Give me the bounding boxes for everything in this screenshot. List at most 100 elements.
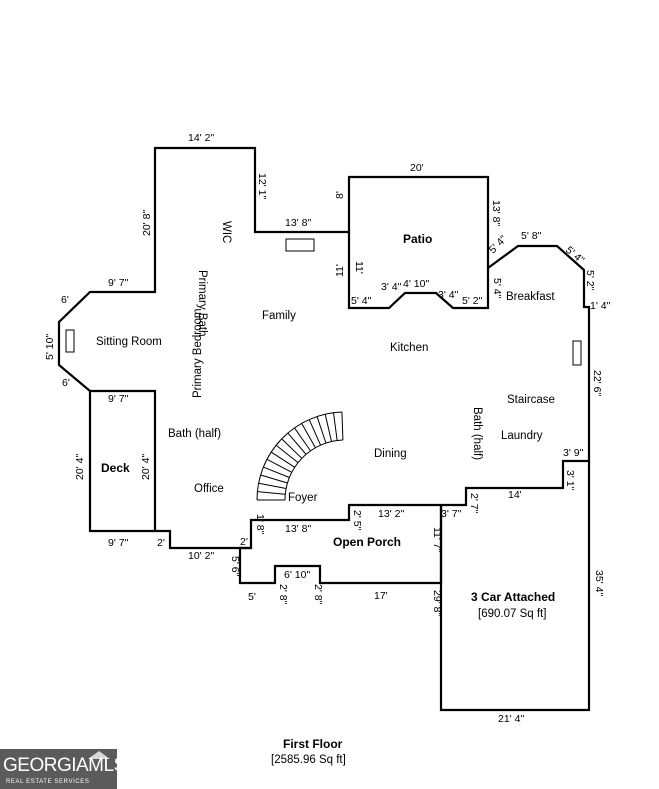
exterior-wall [57, 146, 591, 550]
floor-title: First Floor [283, 737, 343, 751]
dimension-label: 20' 4" [140, 454, 152, 480]
dimension-label: 13' 8" [285, 523, 311, 535]
fireplace-wic [285, 238, 315, 252]
room-label-family: Family [262, 310, 296, 322]
dimension-label: 17' [374, 590, 388, 602]
house-roof-icon [88, 751, 110, 759]
room-label-primary-bedroom: Primary Bedroom [192, 309, 204, 398]
room-label-staircase: Staircase [507, 394, 555, 406]
dimension-label: 5' [248, 591, 256, 603]
dimension-label: 8' [334, 191, 346, 199]
dimension-label: 13' 8" [285, 217, 311, 229]
stair-tread [275, 444, 299, 464]
stair-tread [260, 474, 288, 484]
dimension-label: 14' [508, 489, 522, 501]
dimension-label: 9' 7" [108, 393, 129, 405]
dimension-label: 20' 8" [141, 210, 153, 236]
dimension-label: 4' 10" [403, 278, 429, 290]
room-label-garage: 3 Car Attached [471, 590, 555, 604]
dimension-label: 1' 4" [590, 300, 611, 312]
dimension-label: 13' 8" [490, 200, 502, 226]
room-label-foyer: Foyer [288, 492, 318, 504]
room-label-laundry: Laundry [501, 430, 543, 442]
dimension-label: 22' 6" [591, 370, 603, 396]
fireplace-sitting [65, 329, 75, 353]
dimension-label: 3' 1" [564, 470, 576, 491]
logo-tagline: REAL ESTATE SERVICES [6, 779, 90, 785]
dimension-label: 2' [157, 537, 165, 549]
dimension-label: 5' 6" [229, 556, 241, 577]
dimension-label: 20' [410, 162, 424, 174]
stair-tread [324, 414, 332, 442]
dimension-label: 6' [61, 294, 69, 306]
dimension-label: 11' 7" [431, 527, 443, 553]
stair-tread [287, 432, 307, 455]
room-label-office: Office [194, 483, 224, 495]
dimension-label: 5' 4" [491, 278, 503, 299]
stair-tread [258, 482, 287, 490]
dimension-label: 3' 4" [381, 281, 402, 293]
dimension-label: 9' 7" [108, 537, 129, 549]
room-label-kitchen: Kitchen [390, 342, 428, 354]
dimension-label: 5' 8" [521, 230, 542, 242]
dimension-label: 2' 7" [468, 493, 480, 514]
fireplace-kitchen [572, 340, 582, 366]
stair-tread [301, 423, 316, 449]
garage-wall [439, 461, 591, 712]
dimension-label: 10' 2" [188, 550, 214, 562]
room-label-bath-half: Bath (half) [168, 428, 221, 440]
room-label-dining: Dining [374, 448, 407, 460]
dimension-label: 5' 2" [462, 295, 483, 307]
dimension-label: 5' 4" [351, 295, 372, 307]
stair-tread [316, 416, 327, 444]
floor-area: [2585.96 Sq ft] [271, 754, 346, 766]
room-label-bath-half-vertical: Bath (half) [471, 407, 483, 460]
porch-wall [238, 505, 443, 585]
dimension-label: 2' [240, 536, 248, 548]
dimension-label: 2' 5" [351, 510, 363, 531]
dimension-label: 12' 1" [256, 173, 268, 199]
stair-tread [270, 451, 295, 468]
stair-tread [341, 412, 344, 441]
room-label-patio: Patio [403, 232, 432, 246]
dimension-label: 6' [62, 377, 70, 389]
stair-tread [266, 458, 293, 473]
dimension-label: 21' 4" [498, 713, 524, 725]
room-label-deck: Deck [101, 461, 130, 475]
dimension-label: 13' 2" [378, 508, 404, 520]
dimension-label: 2' 8" [277, 584, 289, 605]
deck-wall [90, 389, 157, 531]
stair-tread [281, 438, 303, 459]
dimension-label: 11' [334, 264, 346, 277]
room-label-open-porch: Open Porch [333, 535, 401, 549]
room-label-breakfast: Breakfast [506, 291, 555, 303]
room-label-sitting-room: Sitting Room [96, 336, 162, 348]
dimension-label: 3' 4" [438, 289, 459, 301]
dimension-label: 29' 8" [431, 590, 443, 616]
patio-wall [347, 232, 490, 310]
logo-wordmark: GEORGIAMLS [3, 755, 126, 776]
dimension-label: 2' 8" [312, 584, 324, 605]
dimension-label: 5' 2" [584, 270, 596, 291]
spiral-staircase [256, 411, 344, 501]
stair-tread [308, 419, 322, 446]
room-area-garage: [690.07 Sq ft] [478, 608, 546, 620]
dimension-label: 11' [353, 261, 365, 274]
dimension-label: 3' 7" [441, 508, 462, 520]
dimension-label: 35' 4" [593, 570, 605, 596]
dimension-label: 20' 4" [74, 454, 86, 480]
stair-tread [263, 466, 290, 478]
room-label-wic: WIC [220, 221, 232, 243]
stair-tread [257, 491, 286, 495]
room-label-primary-bath: Primary Bath [196, 270, 208, 336]
mls-logo: GEORGIAMLS REAL ESTATE SERVICES [0, 749, 126, 789]
dimension-label: 6' 10" [284, 569, 310, 581]
dimension-label: 1' 8" [254, 514, 266, 535]
dimension-label: 5' 10" [44, 334, 56, 360]
stair-tread [294, 427, 311, 452]
dimension-label: 9' 7" [108, 277, 129, 289]
stair-tread [333, 412, 338, 441]
dimension-label: 5' 4" [487, 233, 510, 256]
dimension-label: 3' 9" [563, 447, 584, 459]
